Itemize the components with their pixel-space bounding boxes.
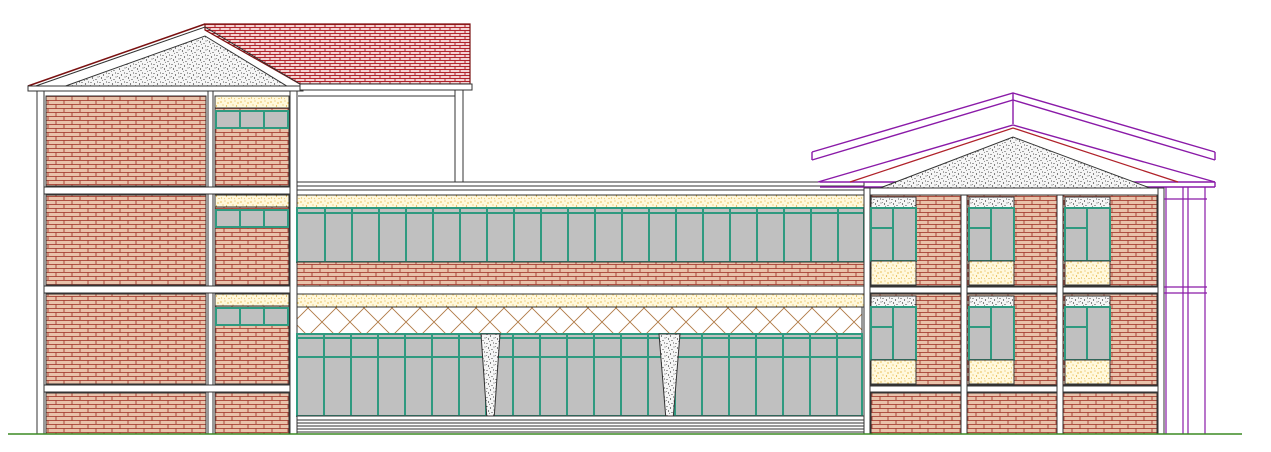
entrance-columns xyxy=(480,333,681,421)
window-sill-panel xyxy=(968,359,1015,385)
middle-ground-curtain-wall xyxy=(296,333,863,417)
left-narrow-windows xyxy=(214,95,290,326)
middle-parapet xyxy=(296,181,865,196)
right-windows xyxy=(870,196,1111,385)
window-sill-panel xyxy=(1064,260,1111,286)
window-sill-panel xyxy=(870,359,917,385)
right-red-roof-edge xyxy=(849,127,1179,183)
window-sill-panel xyxy=(968,260,1015,286)
middle-lattice-canopy xyxy=(296,306,863,335)
window-lintel xyxy=(870,295,917,308)
middle-sand-band-lower xyxy=(296,293,865,308)
middle-sand-band-upper xyxy=(296,194,865,209)
middle-floor-band xyxy=(296,285,865,295)
window-lintel xyxy=(1064,295,1111,308)
roof-eave-band xyxy=(299,83,473,91)
entrance-steps xyxy=(296,415,865,433)
middle-brick-band xyxy=(296,261,865,287)
left-floor-bands xyxy=(43,186,291,393)
window-lintel xyxy=(870,196,917,209)
rooftop-frame xyxy=(298,89,464,187)
left-eave-band xyxy=(27,85,304,92)
window-sill-panel xyxy=(870,260,917,286)
window-lintel xyxy=(968,196,1015,209)
right-purple-columns xyxy=(1164,187,1207,434)
middle-upper-window-strip xyxy=(296,207,865,263)
middle-lower-mullions xyxy=(323,334,838,416)
left-brick-wall xyxy=(45,95,290,435)
middle-upper-mullions xyxy=(324,208,839,262)
window-sill-panel xyxy=(1064,359,1111,385)
window-lintel xyxy=(968,295,1015,308)
right-floor-bands xyxy=(869,194,1159,435)
window-lintel xyxy=(1064,196,1111,209)
right-gable-gravel xyxy=(879,136,1151,189)
